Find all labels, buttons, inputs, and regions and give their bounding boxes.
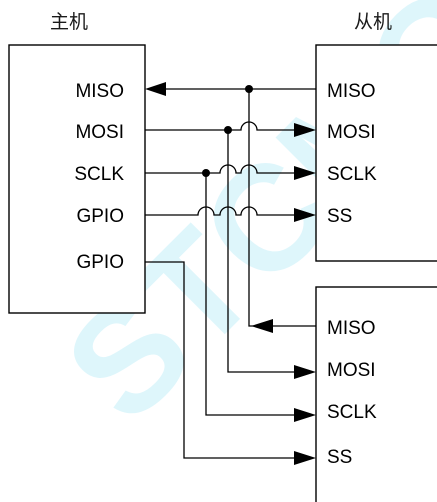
ss1-wire bbox=[145, 206, 316, 222]
master-box bbox=[8, 44, 146, 314]
slave1-pin-sclk: SCLK bbox=[327, 164, 377, 185]
slave2-pin-mosi: MOSI bbox=[327, 360, 376, 381]
sclk-arrow-to-slave2 bbox=[294, 408, 316, 422]
slave1-pin-miso: MISO bbox=[327, 81, 376, 102]
ss2-wire-line bbox=[145, 261, 294, 459]
sclk-wire bbox=[145, 164, 316, 422]
mosi-arrow-to-slave2 bbox=[294, 365, 316, 379]
miso-arrow-to-master bbox=[145, 82, 166, 96]
master-pin-gpio2: GPIO bbox=[76, 252, 124, 273]
slave2-pin-miso: MISO bbox=[327, 318, 376, 339]
slave2-box bbox=[315, 286, 437, 502]
sclk-wire-line bbox=[145, 164, 294, 174]
master-pin-gpio1: GPIO bbox=[76, 206, 124, 227]
master-pin-mosi: MOSI bbox=[75, 122, 124, 143]
slave2-pin-ss: SS bbox=[327, 447, 352, 468]
slave1-pin-mosi: MOSI bbox=[327, 122, 376, 143]
ss2-arrow-to-slave2 bbox=[294, 451, 316, 465]
sclk-arrow-to-slave1 bbox=[294, 166, 316, 180]
mosi-wire-line bbox=[145, 121, 294, 131]
miso-arrow-from-slave2 bbox=[251, 319, 273, 333]
sclk-branch-line bbox=[205, 173, 294, 416]
ss1-arrow-to-slave1 bbox=[294, 208, 316, 222]
slave1-pin-ss: SS bbox=[327, 206, 352, 227]
master-pin-miso: MISO bbox=[75, 81, 124, 102]
master-pin-sclk: SCLK bbox=[74, 164, 124, 185]
mosi-arrow-to-slave1 bbox=[294, 123, 316, 137]
slave2-pin-sclk: SCLK bbox=[327, 402, 377, 423]
slave1-box bbox=[315, 44, 437, 262]
master-title: 主机 bbox=[50, 11, 88, 33]
mosi-branch-line bbox=[227, 130, 294, 373]
slave1-title: 从机 bbox=[354, 11, 392, 33]
ss2-wire bbox=[145, 261, 316, 465]
miso-wire bbox=[145, 82, 316, 333]
mosi-wire bbox=[145, 121, 316, 379]
ss1-wire-line bbox=[145, 206, 294, 216]
